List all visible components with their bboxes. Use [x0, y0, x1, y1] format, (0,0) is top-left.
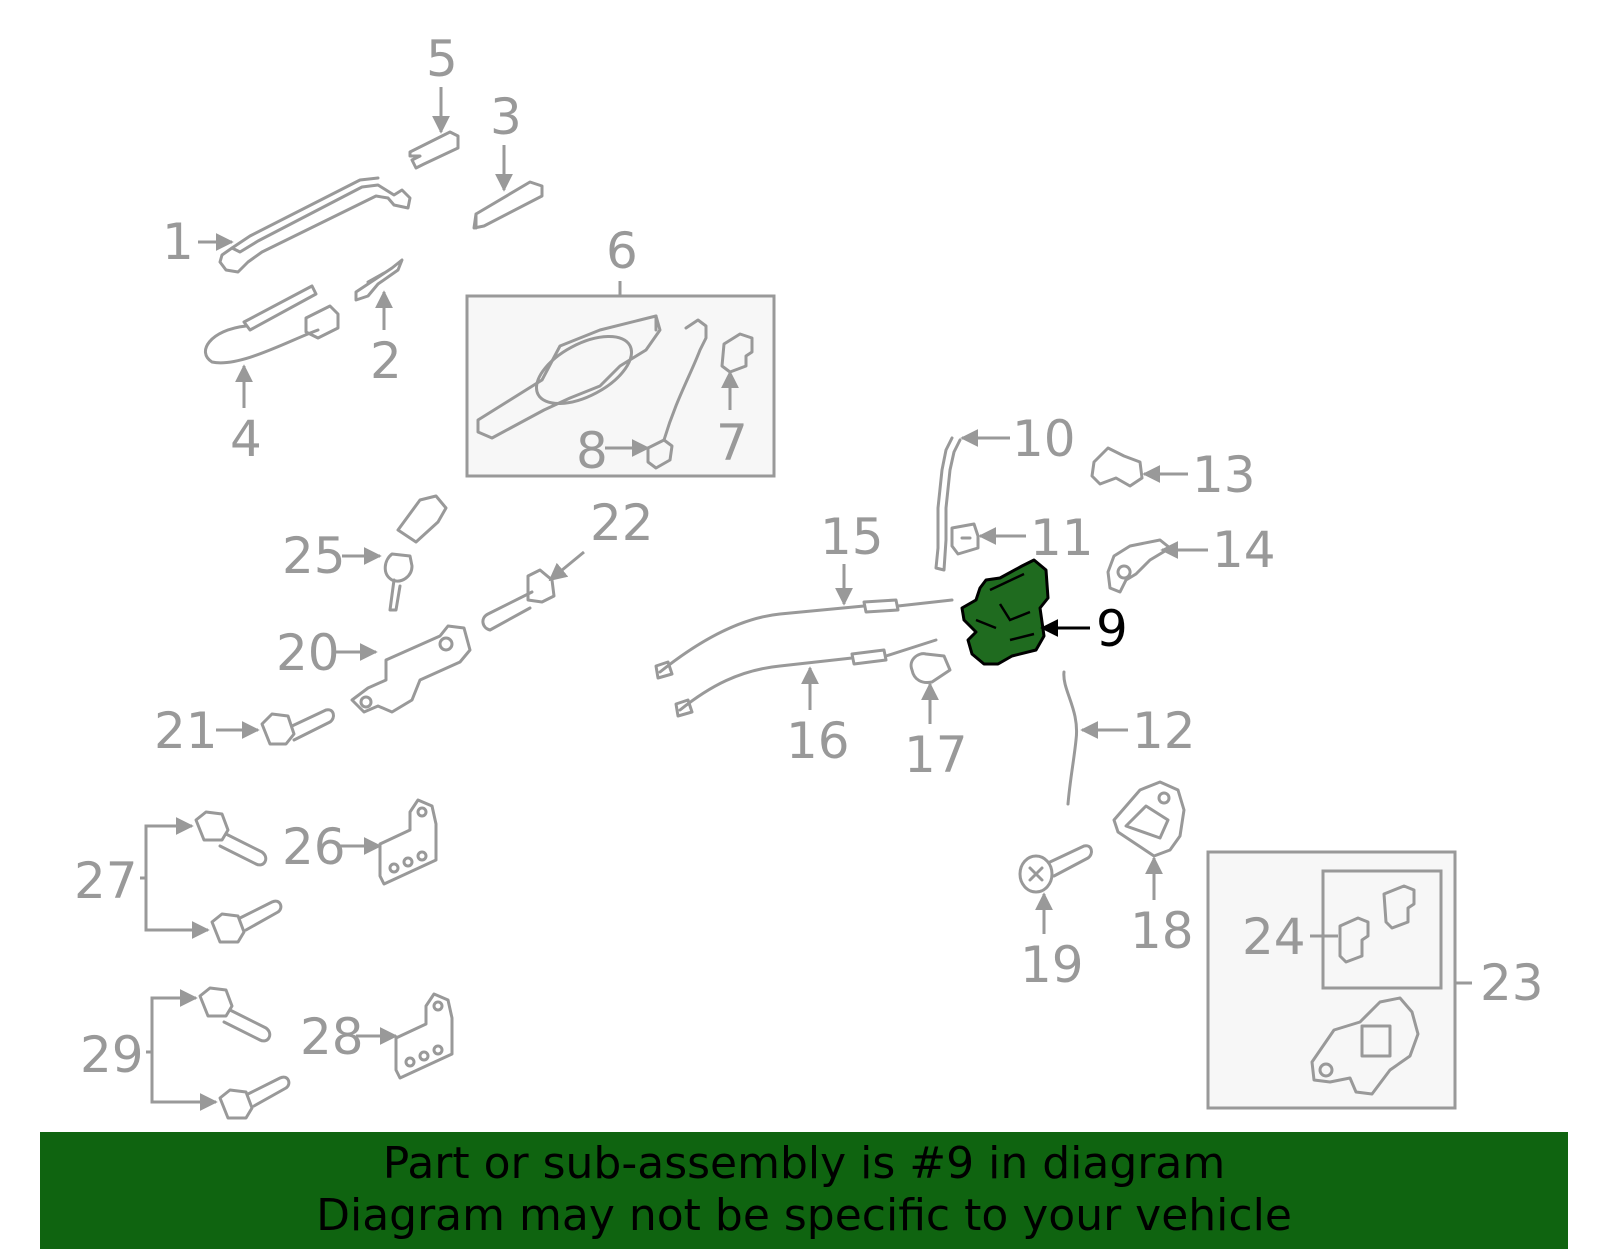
part-4-sensor-antenna: [203, 284, 340, 365]
callout-3: 3: [490, 88, 522, 146]
callout-16: 16: [786, 712, 850, 770]
part-10-rod: [934, 436, 962, 572]
part-14-bracket: [1106, 538, 1172, 594]
part-8-wire-harness: [646, 318, 708, 470]
banner-line-2: Diagram may not be specific to your vehi…: [316, 1190, 1292, 1241]
part-26-hinge: [378, 798, 438, 886]
callout-19: 19: [1020, 936, 1084, 994]
part-28-hinge: [394, 992, 454, 1080]
part-21-bolt: [260, 708, 335, 746]
part-25-key-cylinder: [383, 494, 448, 612]
callout-7: 7: [716, 414, 748, 472]
part-19-screw: [1018, 844, 1093, 894]
callout-11: 11: [1030, 509, 1094, 567]
callout-15: 15: [820, 508, 884, 566]
callout-14: 14: [1212, 521, 1276, 579]
part-24-clips: [1338, 884, 1416, 964]
callout-22: 22: [590, 494, 654, 552]
callout-8: 8: [576, 422, 608, 480]
part-20-hinge: [350, 624, 472, 714]
part-15-cable: [654, 598, 954, 680]
part-7-connector: [720, 332, 754, 374]
part-22-bolt: [481, 568, 556, 632]
callout-27: 27: [74, 852, 138, 910]
part-17-bushing: [909, 652, 952, 684]
callout-24: 24: [1242, 908, 1306, 966]
part-16-cable: [674, 638, 938, 718]
callout-23: 23: [1480, 954, 1544, 1012]
part-18-striker: [1112, 780, 1186, 858]
callout-21: 21: [154, 702, 218, 760]
callout-1: 1: [162, 213, 194, 271]
part-6-inner-handle: [476, 314, 662, 440]
callout-25: 25: [282, 527, 346, 585]
callout-18: 18: [1130, 902, 1194, 960]
callout-6: 6: [606, 222, 638, 280]
callout-29: 29: [80, 1026, 144, 1084]
callout-5: 5: [426, 30, 458, 88]
info-banner: Part or sub-assembly is #9 in diagram Di…: [40, 1132, 1568, 1249]
callout-9: 9: [1096, 600, 1128, 658]
part-5-cap: [408, 130, 460, 170]
part-3-cover: [472, 180, 544, 230]
part-11-clip: [950, 522, 980, 556]
callout-12: 12: [1132, 702, 1196, 760]
part-29-bolts: [198, 986, 291, 1120]
callout-26: 26: [282, 818, 346, 876]
part-13-bracket: [1090, 446, 1144, 488]
banner-line-1: Part or sub-assembly is #9 in diagram: [382, 1138, 1226, 1189]
callout-20: 20: [276, 624, 340, 682]
subassembly-box-24: [1321, 869, 1443, 990]
part-2-clip: [354, 258, 404, 302]
callout-13: 13: [1192, 446, 1256, 504]
part-27-bolts: [194, 810, 283, 944]
part-1-outer-handle: [218, 176, 412, 274]
callout-17: 17: [904, 726, 968, 784]
part-9-door-latch: [960, 558, 1050, 666]
callout-4: 4: [230, 410, 262, 468]
callout-2: 2: [370, 332, 402, 390]
callout-28: 28: [300, 1008, 364, 1066]
part-23-latch-assembly: [1310, 996, 1420, 1096]
part-12-rod: [1062, 670, 1079, 806]
callout-10: 10: [1012, 410, 1076, 468]
leader-lines: [140, 87, 1472, 1111]
